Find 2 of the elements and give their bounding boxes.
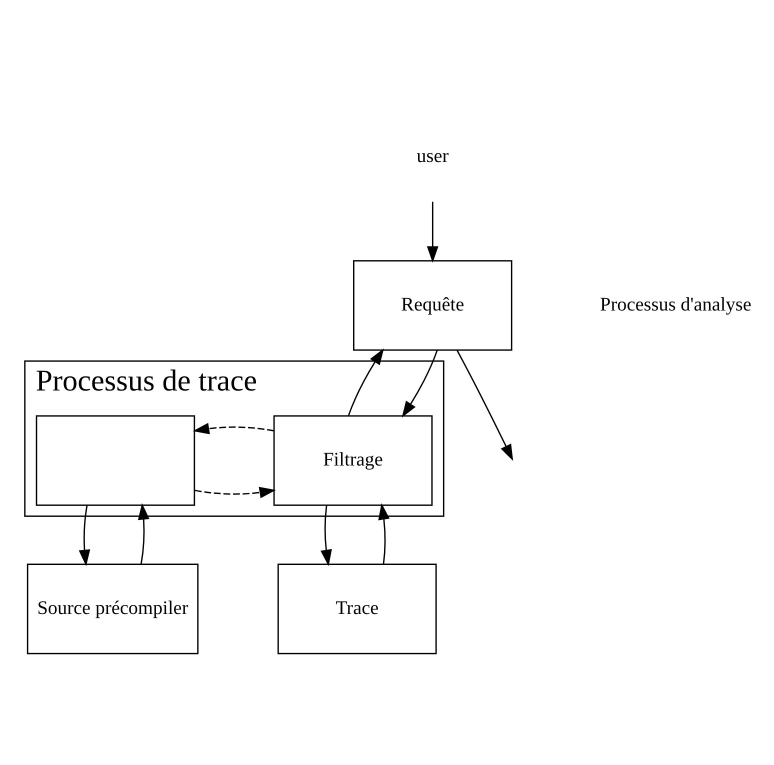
label: Processus d'analyse — [600, 294, 752, 315]
node-text: user — [416, 146, 449, 167]
